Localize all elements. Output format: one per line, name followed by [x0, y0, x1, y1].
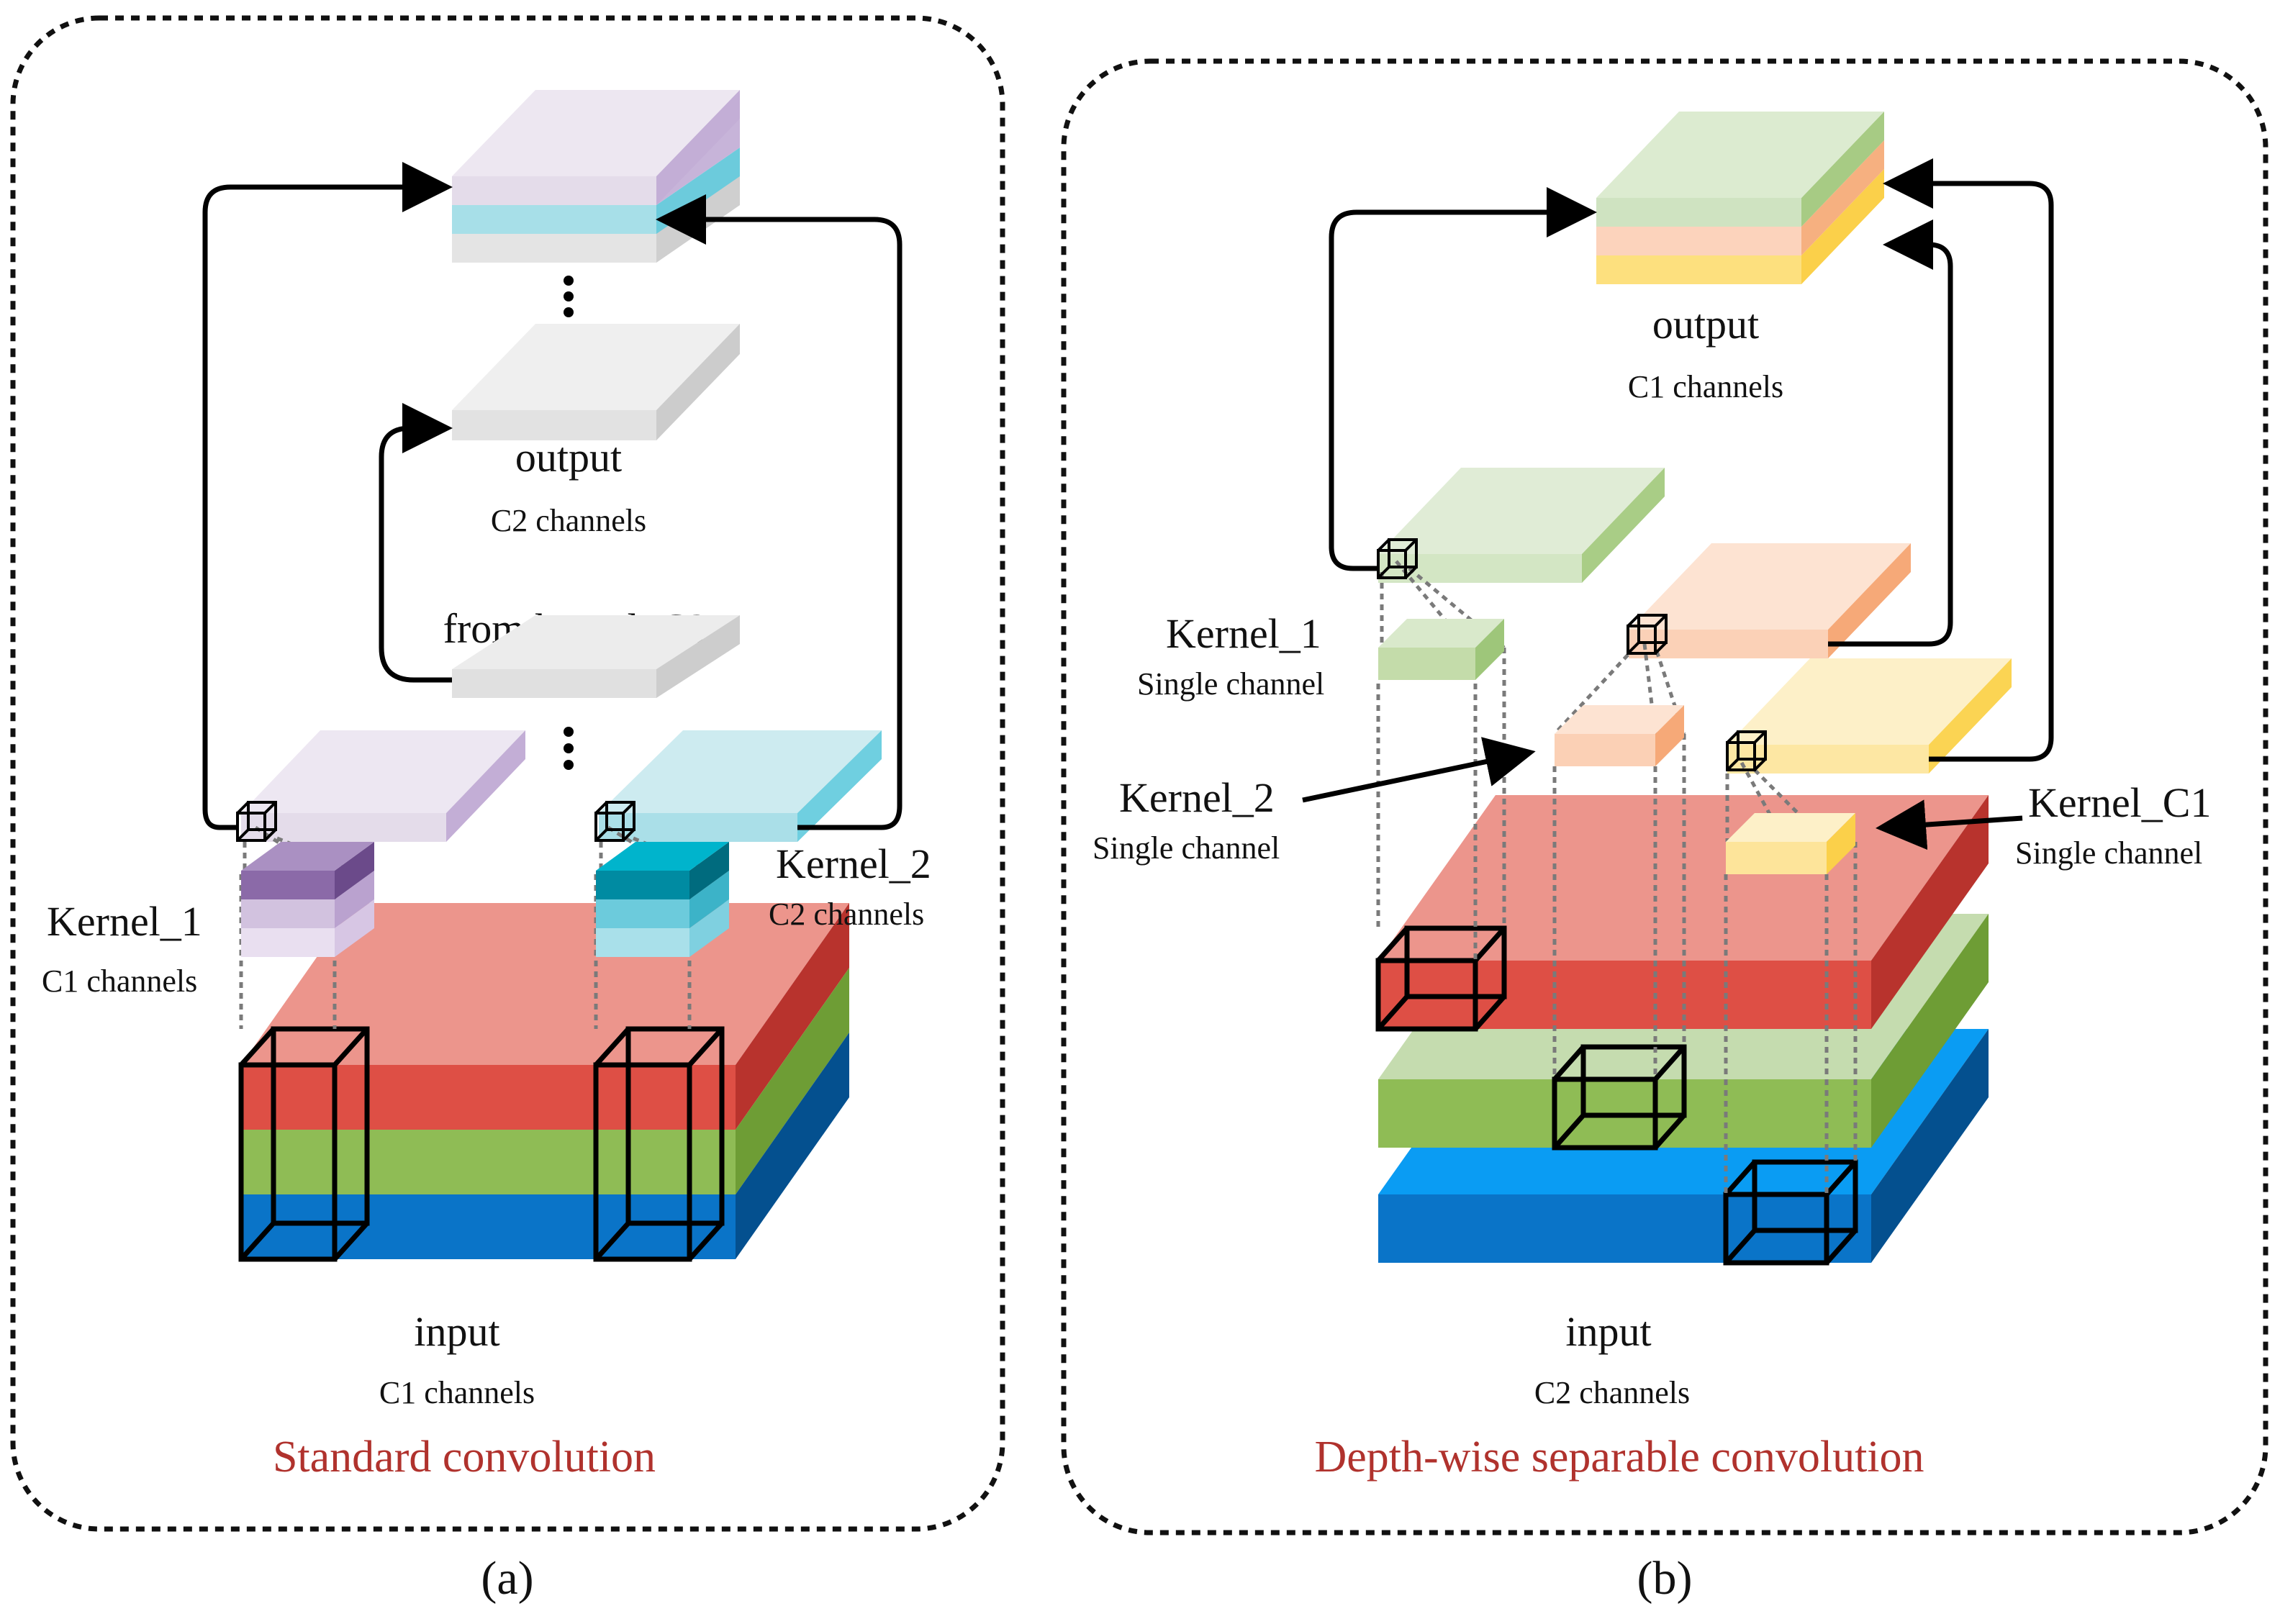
input-label-b: input [1565, 1308, 1651, 1355]
kernel2-position-cube-b [1627, 614, 1668, 655]
kernel2-position-cube-a [594, 801, 635, 842]
panel-tag-b: (b) [1637, 1552, 1693, 1605]
kernel1-output-layer-b [1378, 468, 1665, 583]
kernel2-block-a [596, 842, 729, 957]
kernel2-output-layer-b [1629, 543, 1911, 658]
kernelc1-block-b [1726, 813, 1855, 874]
output-sub-a: C2 channels [491, 503, 646, 538]
ellipsis-mid-a [564, 727, 574, 770]
kernelc1-output-layer-b [1727, 658, 2012, 774]
caption-depthwise: Depth-wise separable convolution [1314, 1433, 1924, 1482]
guides-kernel1-b [1376, 560, 1506, 961]
kernelc1-position-cube-b [1726, 730, 1767, 771]
kernelc1-sub-b: Single channel [2015, 835, 2202, 871]
kernel1-position-cube-b [1377, 538, 1418, 579]
output-sub-b: C1 channels [1628, 369, 1783, 404]
arrow-from-kernel-to-output-a [379, 403, 453, 683]
guides-kernelc1-b [1724, 761, 1858, 1194]
kernel2-output-layer-a [599, 730, 882, 842]
output-stack-a [452, 90, 740, 263]
input-window-green-b [1552, 1044, 1687, 1151]
kernel2-sub-a: C2 channels [769, 897, 924, 932]
kernel1-block-a [241, 842, 374, 957]
arrow-kernel2-to-output-a [656, 194, 902, 830]
kernel1-sub-b: Single channel [1137, 666, 1324, 702]
ellipsis-top-a [564, 276, 574, 317]
kernel1-label-a: Kernel_1 [47, 898, 202, 945]
output-label-a: output [515, 434, 622, 481]
kernel1-sub-a: C1 channels [42, 963, 197, 999]
panel-a-frame [10, 15, 1005, 1532]
guides-kernel2-b [1552, 643, 1686, 1079]
kernel2-label-a: Kernel_2 [776, 840, 931, 887]
input-sub-a: C1 channels [379, 1375, 535, 1410]
output-label-b: output [1652, 301, 1759, 348]
arrow-label-kernelc1-b [1876, 799, 2023, 850]
arrow-kernelc1-to-output-b [1883, 158, 2054, 762]
kernel1-output-layer-a [241, 730, 525, 842]
input-window-2-a [593, 1026, 725, 1262]
kernel2-sub-b: Single channel [1092, 830, 1280, 866]
input-window-blue-b [1723, 1159, 1858, 1266]
kernelc1-label-b: Kernel_C1 [2028, 779, 2212, 826]
arrow-kernel1-to-output-a [202, 162, 453, 830]
input-window-1-a [238, 1026, 370, 1262]
panel-b-frame [1061, 58, 2268, 1535]
panel-standard-convolution: output C2 channels from kernel_C2 [10, 15, 1005, 1532]
panel-tag-a: (a) [481, 1552, 533, 1605]
arrow-kernel1-to-output-b [1329, 187, 1597, 571]
input-window-red-b [1375, 925, 1507, 1032]
kernel2-block-b [1555, 705, 1684, 766]
kernel1-label-b: Kernel_1 [1166, 610, 1321, 657]
input-sub-b: C2 channels [1534, 1375, 1690, 1410]
output-layer-a [452, 324, 740, 440]
kernel1-block-b [1378, 619, 1504, 680]
kernel2-label-b: Kernel_2 [1119, 774, 1275, 821]
output-stack-b [1596, 112, 1884, 284]
input-label-a: input [414, 1308, 499, 1355]
panel-depthwise-convolution: output C1 channels [1061, 58, 2268, 1535]
from-kernel-layer-a [452, 615, 740, 698]
arrow-kernel2-to-output-b [1828, 219, 1953, 647]
arrow-label-kernel2-b [1302, 737, 1536, 803]
caption-standard: Standard convolution [273, 1433, 656, 1482]
